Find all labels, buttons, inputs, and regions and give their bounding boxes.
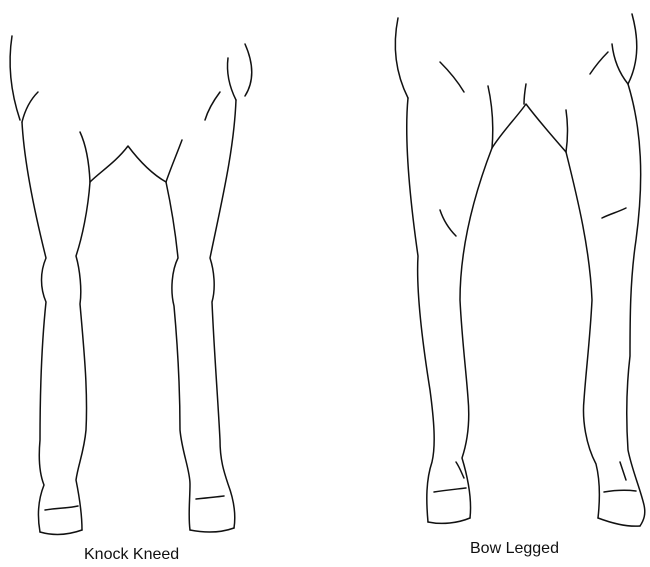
bow-legged-left-hoof xyxy=(428,518,470,523)
knock-kneed-right-hoof xyxy=(190,528,234,532)
bow-legged-right-hoof xyxy=(598,518,640,526)
bow-legged-body-left-outline xyxy=(395,18,408,98)
knock-kneed-left-leg-inner xyxy=(76,182,90,530)
bow-legged-right-leg-inner xyxy=(566,152,599,518)
knock-kneed-body-left-outline xyxy=(10,36,20,120)
caption-bow-legged: Bow Legged xyxy=(470,540,559,558)
knock-kneed-chest xyxy=(90,146,166,182)
bow-legged-right-coronet xyxy=(604,490,636,492)
knock-kneed-left-leg-outer xyxy=(22,122,46,532)
bow-legged-body-right-outline xyxy=(628,14,637,84)
bow-legged-shoulder-left xyxy=(440,62,464,92)
knock-kneed-right-leg-inner xyxy=(166,182,190,530)
knock-kneed-illustration xyxy=(10,36,252,534)
knock-kneed-left-coronet xyxy=(45,506,78,510)
bow-legged-illustration xyxy=(395,14,645,526)
caption-knock-kneed: Knock Kneed xyxy=(84,546,179,564)
bow-legged-left-pastern-mark xyxy=(456,462,464,478)
bow-legged-chest xyxy=(492,104,566,152)
knock-kneed-right-coronet xyxy=(196,496,224,499)
knock-kneed-muscle-line xyxy=(205,92,220,120)
bow-legged-body-right-contour xyxy=(612,44,628,84)
knock-kneed-body-right-outline xyxy=(245,44,252,96)
bow-legged-muscle-right xyxy=(566,110,568,152)
bow-legged-forearm-left-top xyxy=(524,84,526,104)
knock-kneed-body-right-contour xyxy=(227,58,236,100)
knock-kneed-left-hoof xyxy=(40,530,82,534)
knock-kneed-right-leg-outer xyxy=(210,100,236,528)
bow-legged-shoulder-right xyxy=(590,52,608,74)
bow-legged-right-pastern-mark xyxy=(620,462,626,480)
bow-legged-left-leg-outer xyxy=(407,98,434,522)
bow-legged-left-leg-inner xyxy=(460,148,492,518)
bow-legged-muscle-inner-left xyxy=(440,210,456,236)
bow-legged-right-leg-outer xyxy=(627,84,645,526)
bow-legged-left-coronet xyxy=(434,488,466,492)
bow-legged-muscle-inner-right xyxy=(602,208,626,218)
bow-legged-muscle-left xyxy=(488,86,493,148)
knock-kneed-forearm-right-top xyxy=(166,140,182,182)
knock-kneed-body-left-contour xyxy=(22,92,38,122)
knock-kneed-forearm-left-top xyxy=(80,132,90,182)
